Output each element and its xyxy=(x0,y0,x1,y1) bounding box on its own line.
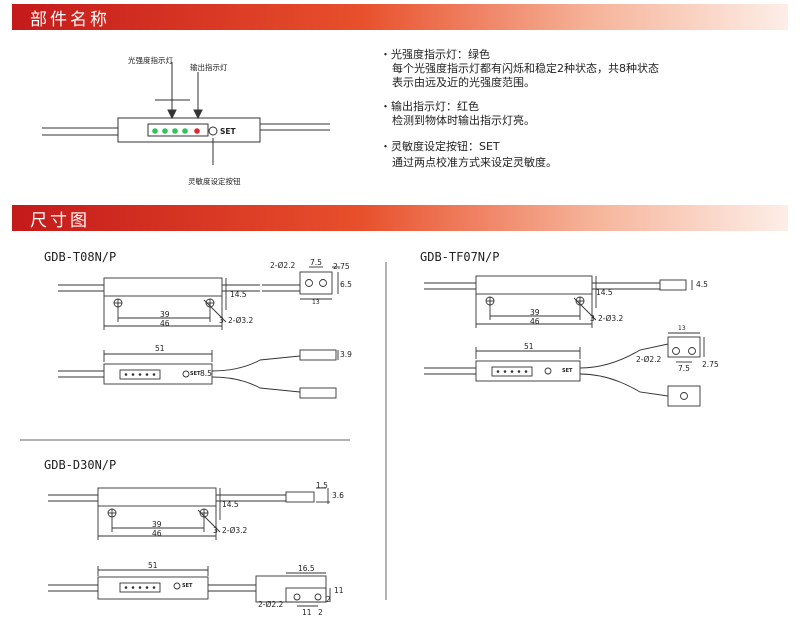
dim-tf07-39: 39 xyxy=(530,308,540,317)
d30-set-mark: SET xyxy=(182,583,193,589)
desc-intensity-title: ・光强度指示灯：绿色 xyxy=(380,48,490,61)
d30-front-leds xyxy=(124,586,156,589)
dim-t08-head-13: 13 xyxy=(312,299,320,306)
dim-t08-14-5: 14.5 xyxy=(230,290,247,299)
dim-t08-3-9: 3.9 xyxy=(340,350,352,359)
dim-d30-3: 3 xyxy=(213,526,218,535)
section-title-parts: 部件名称 xyxy=(30,10,110,30)
dim-d30-11b: 11 xyxy=(302,608,312,617)
dim-d30-46: 46 xyxy=(152,529,162,538)
dim-t08-head-holes: 2-Ø2.2 xyxy=(270,261,296,270)
dim-d30-3-6: 3.6 xyxy=(332,491,344,500)
desc-output-title: ・输出指示灯：红色 xyxy=(380,100,479,113)
desc-set-line1: 通过两点校准方式来设定灵敏度。 xyxy=(392,156,557,169)
dim-t08-head-2-75: 2.75 xyxy=(333,262,350,271)
dim-tf07-head-2-75: 2.75 xyxy=(702,360,719,369)
dim-t08-46: 46 xyxy=(160,319,170,328)
dim-d30-2b: 2 xyxy=(318,608,323,617)
dim-t08-head-6-5: 6.5 xyxy=(340,280,352,289)
section-title-dimensions: 尺寸图 xyxy=(30,211,90,231)
tf07-top-view xyxy=(424,275,693,328)
section-banner-parts: 部件名称 xyxy=(12,4,788,30)
label-set-button: 灵敏度设定按钮 xyxy=(188,177,241,186)
desc-intensity-line1: 每个光强度指示灯都有闪烁和稳定2种状态，共8种状态 xyxy=(392,62,659,75)
dim-t08-hole: 2-Ø3.2 xyxy=(228,316,254,325)
d30-top-view xyxy=(48,487,330,540)
section-banner-dimensions: 尺寸图 xyxy=(12,205,788,231)
dim-d30-head-holes: 2-Ø2.2 xyxy=(258,600,284,609)
led-red-output xyxy=(194,128,200,134)
dim-tf07-hole: 2-Ø3.2 xyxy=(598,314,624,323)
dim-tf07-51: 51 xyxy=(524,342,534,351)
dim-tf07-head-7-5: 7.5 xyxy=(678,364,690,373)
tf07-set-mark: SET xyxy=(562,368,573,374)
led-row xyxy=(152,128,200,134)
dim-tf07-4-5: 4.5 xyxy=(696,280,708,289)
set-text: SET xyxy=(220,127,236,136)
set-button-circle xyxy=(208,126,218,136)
t08-set-mark: SET xyxy=(190,371,201,377)
d30-front-view xyxy=(48,566,331,607)
dim-tf07-14-5: 14.5 xyxy=(596,288,613,297)
dim-d30-14-5: 14.5 xyxy=(222,500,239,509)
dim-tf07-head-13: 13 xyxy=(678,325,686,332)
desc-output-line1: 检测到物体时输出指示灯亮。 xyxy=(392,114,535,127)
tf07-front-view xyxy=(424,332,705,407)
desc-set-title: ・灵敏度设定按钮：SET xyxy=(380,140,500,153)
dim-t08-3: 3 xyxy=(219,316,224,325)
led-green-4 xyxy=(182,128,188,134)
dim-t08-8-5: 8.5 xyxy=(200,369,212,378)
dim-tf07-head-holes: 2-Ø2.2 xyxy=(636,355,662,364)
label-intensity-indicator: 光强度指示灯 xyxy=(128,56,173,65)
model-title-d30: GDB-D30N/P xyxy=(44,458,117,472)
dim-d30-2: 2 xyxy=(326,595,331,604)
t08-front-view xyxy=(58,349,339,399)
led-green-2 xyxy=(162,128,168,134)
dim-t08-51: 51 xyxy=(155,344,165,353)
t08-head xyxy=(262,266,340,300)
dim-d30-11: 11 xyxy=(334,586,344,595)
dim-d30-1-5: 1.5 xyxy=(316,481,328,490)
t08-top-view xyxy=(58,277,260,330)
dim-d30-39: 39 xyxy=(152,520,162,529)
dim-d30-16-5: 16.5 xyxy=(298,564,315,573)
desc-intensity-line2: 表示由远及近的光强度范围。 xyxy=(392,76,535,89)
led-green-1 xyxy=(152,128,158,134)
label-output-indicator: 输出指示灯 xyxy=(190,63,228,72)
dim-t08-39: 39 xyxy=(160,310,170,319)
dim-tf07-46: 46 xyxy=(530,317,540,326)
dim-t08-head-7-5: 7.5 xyxy=(310,258,322,267)
indicator-window xyxy=(147,123,209,137)
model-title-t08: GDB-T08N/P xyxy=(44,250,117,264)
t08-front-leds xyxy=(124,373,156,376)
dim-tf07-3: 3 xyxy=(590,314,595,323)
parts-diagram xyxy=(42,62,330,165)
led-green-3 xyxy=(172,128,178,134)
dim-d30-hole: 2-Ø3.2 xyxy=(222,526,248,535)
tf07-front-leds xyxy=(496,370,528,373)
model-title-tf07: GDB-TF07N/P xyxy=(420,250,500,264)
dim-d30-51: 51 xyxy=(148,561,158,570)
sensor-body xyxy=(117,117,261,143)
